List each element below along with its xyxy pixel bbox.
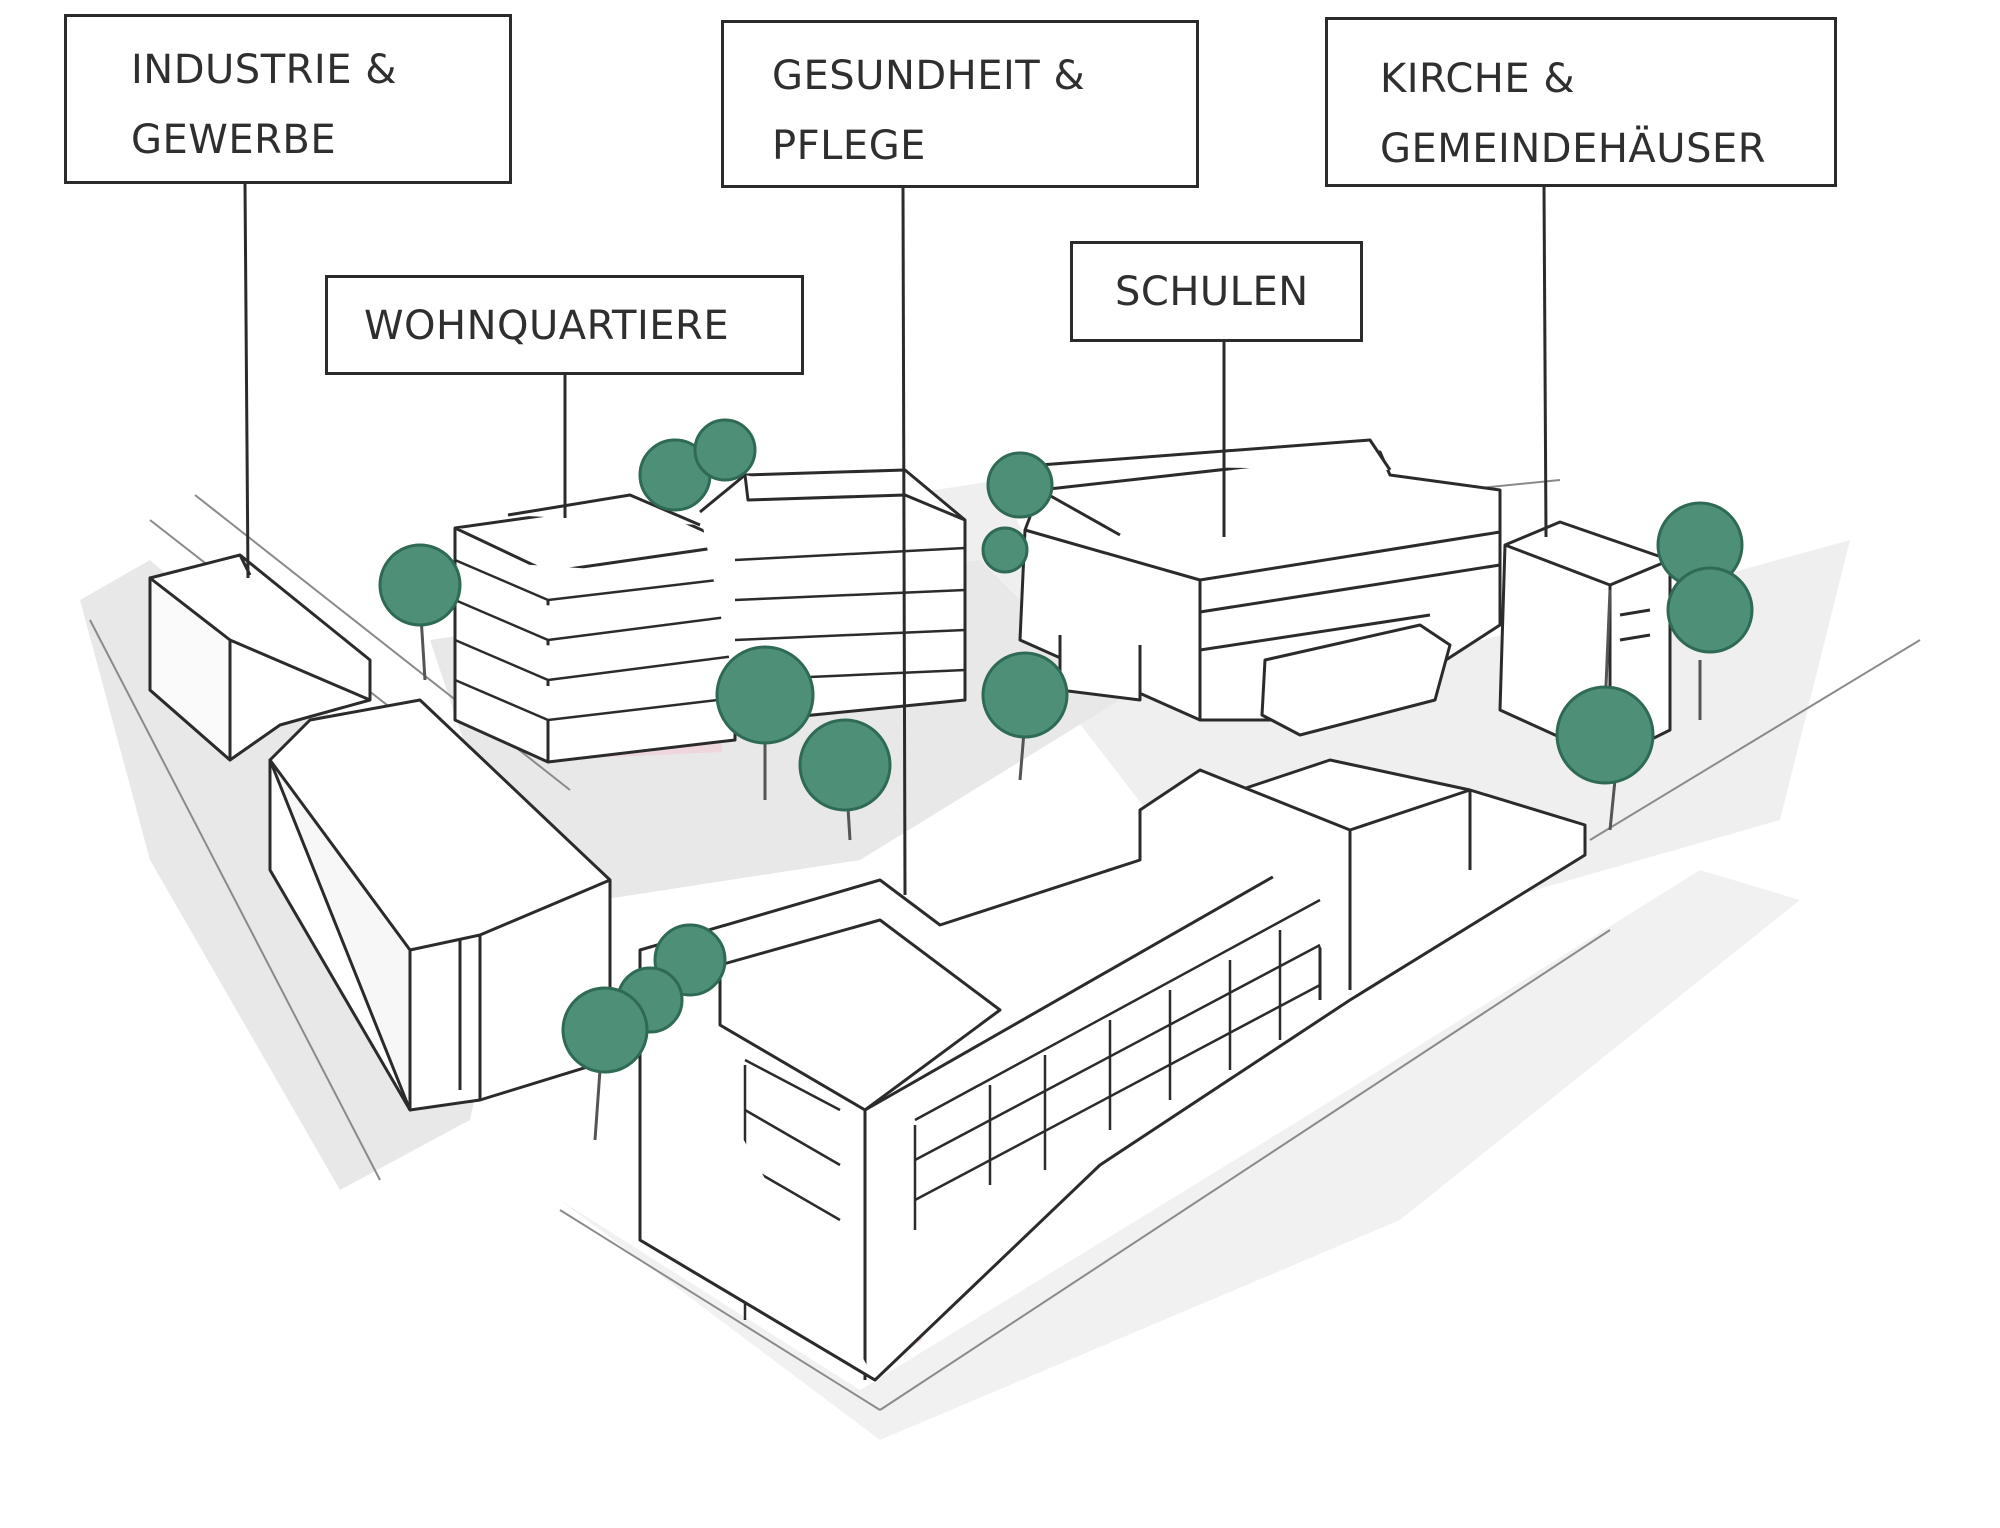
tree-crown [1666, 566, 1754, 654]
label-gesundheit-line1: GESUNDHEIT & [772, 53, 1086, 99]
tree-crown [378, 543, 462, 627]
tree-crown [561, 986, 649, 1074]
tree-crown [1555, 685, 1655, 785]
gesundheit-building [638, 758, 1587, 1382]
leader-lines [243, 183, 1548, 896]
leader-line-gesundheit [901, 187, 907, 896]
tree-crown [693, 418, 757, 482]
wohnquartiere-buildings [453, 468, 967, 764]
label-industrie-gewerbe: INDUSTRIE & GEWERBE [64, 14, 512, 184]
tree-crown [715, 645, 815, 745]
industrie-buildings [148, 553, 612, 1112]
tree-crown [986, 451, 1054, 519]
schulen-building [1018, 438, 1502, 737]
tree-crown [981, 526, 1029, 574]
label-schulen: SCHULEN [1070, 241, 1363, 342]
label-kirche-gemeindehaeuser: KIRCHE & GEMEINDEHÄUSER [1325, 17, 1837, 187]
label-wohnquartiere: WOHNQUARTIERE [325, 275, 804, 375]
tree-crown [798, 718, 892, 812]
leader-line-industrie [243, 183, 250, 579]
trees [378, 418, 1754, 1141]
label-schulen-text: SCHULEN [1115, 269, 1309, 315]
leader-line-kirche [1542, 186, 1548, 538]
tree-crown [981, 651, 1069, 739]
label-wohnquartiere-text: WOHNQUARTIERE [364, 303, 730, 349]
label-gesundheit-pflege: GESUNDHEIT & PFLEGE [721, 20, 1199, 188]
label-kirche-line1: KIRCHE & [1380, 56, 1576, 102]
label-kirche-line2: GEMEINDEHÄUSER [1380, 126, 1767, 172]
label-industrie-line2: GEWERBE [131, 117, 337, 163]
label-industrie-line1: INDUSTRIE & [131, 47, 397, 93]
label-gesundheit-line2: PFLEGE [772, 123, 926, 169]
